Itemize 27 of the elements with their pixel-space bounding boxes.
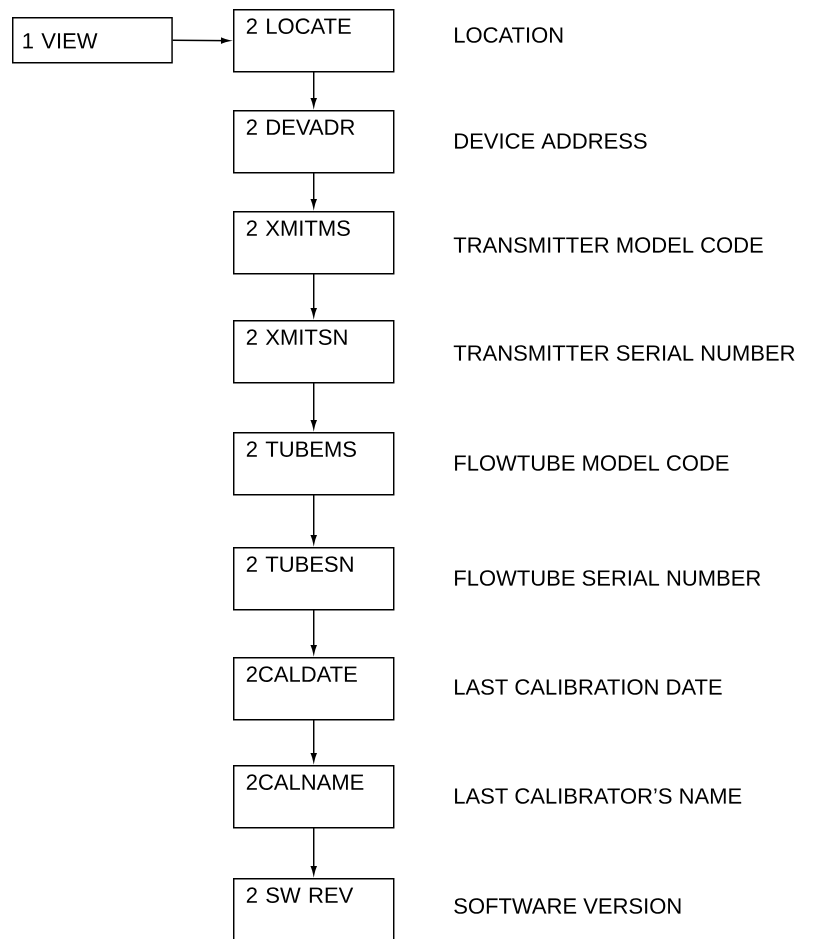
description-text: LAST CALIBRATOR’S NAME [455,788,742,804]
menu-box: 2CALNAME [233,765,394,828]
description-text: SOFTWARE VERSION [454,898,680,914]
description-text: FLOWTUBE MODEL CODE [455,455,729,471]
description-text: DEVICE ADDRESS [455,133,647,149]
menu-box: 2 TUBESN [233,547,394,610]
menu-box: 2 LOCATE [233,9,394,72]
menu-box: 2CALDATE [233,657,394,720]
description-text: TRANSMITTER SERIAL NUMBER [454,345,794,361]
description-text: TRANSMITTER MODEL CODE [454,237,763,253]
arrow [310,383,317,429]
menu-box: 2 TUBEMS [233,432,394,496]
arrow [310,828,317,875]
arrow [310,173,317,208]
arrow [310,720,317,762]
arrow [310,495,317,544]
arrow [310,610,317,654]
arrow [310,72,317,107]
description-text: LAST CALIBRATION DATE [455,679,722,695]
menu-box: 2 XMITMS [233,211,394,274]
menu-box: 2 DEVADR [233,110,394,174]
description-text: LOCATION [455,27,562,43]
menu-box: 2 XMITSN [233,320,394,384]
menu-box: 2 SW REV [233,878,394,939]
arrow [310,274,317,317]
description-text: FLOWTUBE SERIAL NUMBER [455,570,760,586]
menu-box: 1 VIEW [12,17,173,64]
